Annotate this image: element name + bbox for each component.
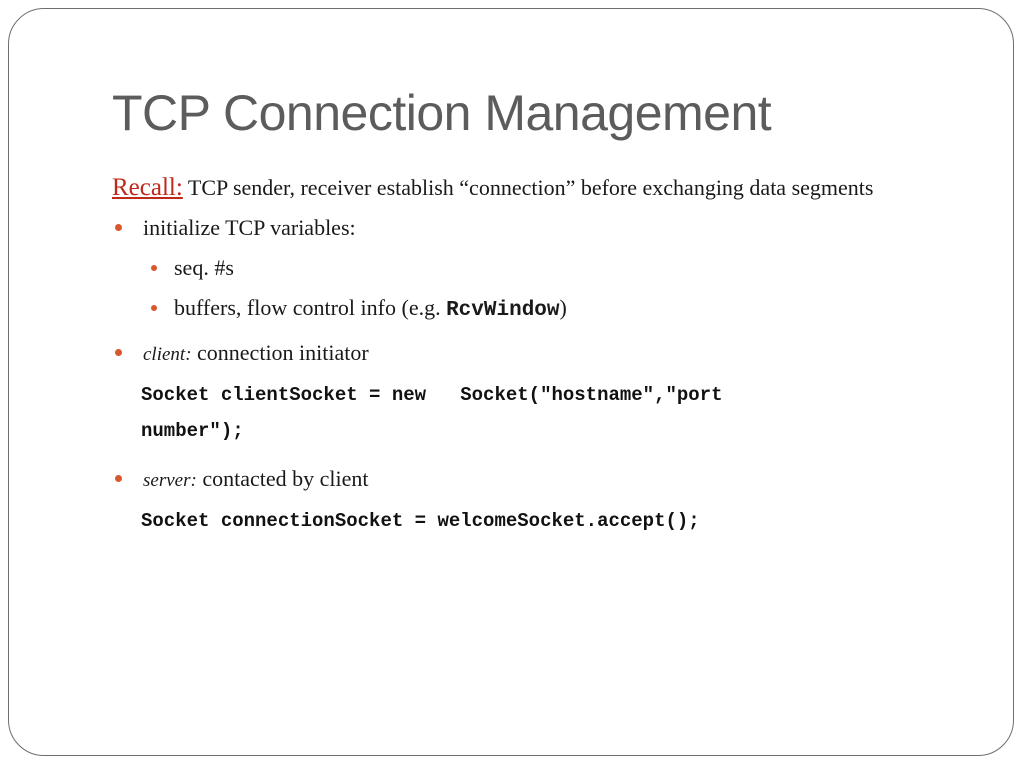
bullet-dot-icon — [151, 305, 157, 311]
bullet-dot-icon — [115, 224, 122, 231]
bullet-server: server: contacted by client — [112, 465, 912, 495]
bullet-text: connection initiator — [191, 340, 369, 365]
bullet-text: initialize TCP variables: — [143, 215, 356, 240]
subbullet-buffers: buffers, flow control info (e.g. RcvWind… — [112, 294, 912, 325]
bullet-dot-icon — [151, 265, 157, 271]
bullet-dot-icon — [115, 475, 122, 482]
recall-paragraph: Recall: TCP sender, receiver establish “… — [112, 170, 912, 206]
client-label: client: — [143, 344, 192, 365]
recall-text: TCP sender, receiver establish “connecti… — [182, 175, 874, 200]
subbullet-text: buffers, flow control info (e.g. — [174, 295, 447, 320]
client-code-line-1: Socket clientSocket = new Socket("hostna… — [141, 384, 723, 406]
subbullet-text: seq. #s — [174, 255, 234, 280]
subbullet-seq: seq. #s — [112, 254, 912, 282]
slide-frame — [8, 8, 1014, 756]
slide-body: Recall: TCP sender, receiver establish “… — [112, 170, 912, 539]
bullet-text: contacted by client — [196, 466, 369, 491]
rcvwindow-code: RcvWindow — [446, 299, 560, 322]
subbullet-text-end: ) — [559, 295, 567, 320]
bullet-client: client: connection initiator — [112, 339, 912, 369]
recall-label: Recall: — [112, 174, 183, 201]
server-label: server: — [143, 470, 197, 491]
bullet-initialize: initialize TCP variables: — [112, 214, 912, 242]
bullet-dot-icon — [115, 349, 122, 356]
client-code-line-2: number"); — [141, 420, 244, 442]
slide-title: TCP Connection Management — [112, 85, 772, 141]
server-code-line: Socket connectionSocket = welcomeSocket.… — [141, 510, 700, 532]
